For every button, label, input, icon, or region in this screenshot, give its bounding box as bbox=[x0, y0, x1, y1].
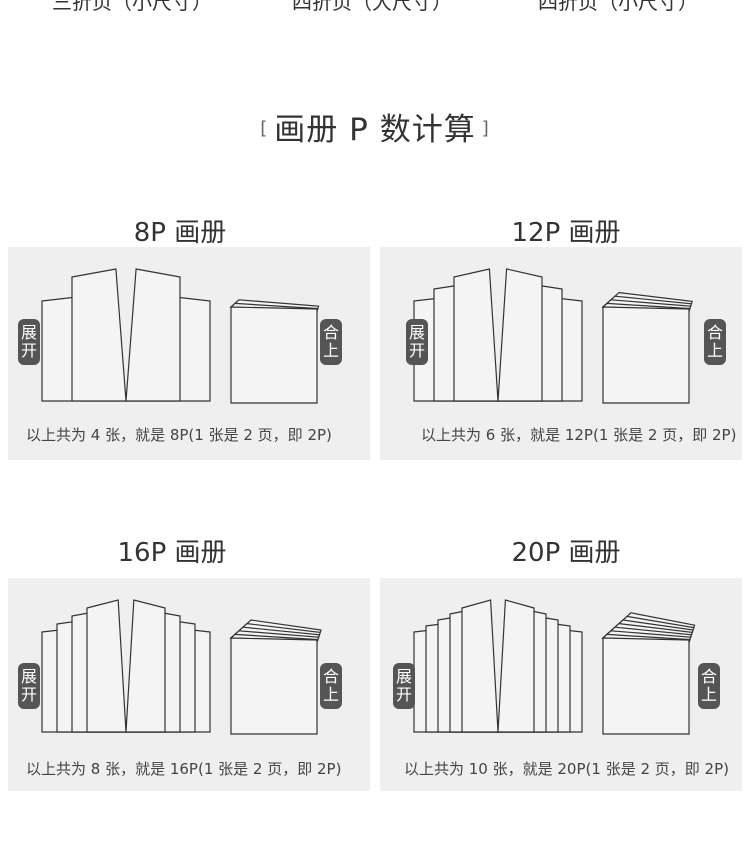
card-panel-16p: 展开 合上 以上共为 8 张，就是 16P(1 张是 2 页，即 2P) bbox=[8, 578, 370, 791]
open-page-left bbox=[453, 268, 499, 402]
booklet-illustration-16p bbox=[41, 599, 322, 735]
open-page-left bbox=[86, 599, 127, 733]
open-page-right bbox=[125, 599, 166, 733]
open-tag: 展开 bbox=[18, 319, 40, 365]
bracket-open: [ bbox=[260, 118, 269, 139]
top-label-3: 四折页（小尺寸） bbox=[538, 0, 698, 14]
top-cropped-labels: 三折页（小尺寸） 四折页（大尺寸） 四折页（小尺寸） bbox=[0, 0, 750, 14]
booklet-illustration-20p bbox=[413, 599, 696, 735]
open-page-left bbox=[461, 599, 499, 733]
section-title-text: 画册 P 数计算 bbox=[274, 112, 476, 148]
card-title-16p: 16P 画册 bbox=[117, 538, 227, 568]
card-title-8p: 8P 画册 bbox=[133, 218, 227, 248]
card-title-20p: 20P 画册 bbox=[511, 538, 621, 568]
card-caption: 以上共为 4 张，就是 8P(1 张是 2 页，即 2P) bbox=[26, 426, 332, 444]
closed-booklet-cover bbox=[602, 637, 690, 735]
card-panel-12p: 展开 合上 以上共为 6 张，就是 12P(1 张是 2 页，即 2P) bbox=[380, 247, 742, 460]
card-title-12p: 12P 画册 bbox=[511, 218, 621, 248]
close-tag: 合上 bbox=[320, 319, 342, 365]
open-tag: 展开 bbox=[406, 319, 428, 365]
section-title: [画册 P 数计算] bbox=[0, 104, 750, 149]
open-page-right bbox=[497, 599, 535, 733]
booklet-illustration-8p bbox=[41, 268, 320, 404]
top-label-2: 四折页（大尺寸） bbox=[292, 0, 452, 14]
open-tag: 展开 bbox=[18, 663, 40, 709]
card-caption: 以上共为 8 张，就是 16P(1 张是 2 页，即 2P) bbox=[26, 760, 342, 778]
bracket-close: ] bbox=[481, 118, 490, 139]
open-page-right bbox=[125, 268, 181, 402]
card-caption: 以上共为 10 张，就是 20P(1 张是 2 页，即 2P) bbox=[404, 760, 729, 778]
card-panel-20p: 展开 合上 以上共为 10 张，就是 20P(1 张是 2 页，即 2P) bbox=[380, 578, 742, 791]
close-tag: 合上 bbox=[704, 319, 726, 365]
open-page-right bbox=[497, 268, 543, 402]
closed-booklet-cover bbox=[602, 306, 690, 404]
card-panel-8p: 展开 合上 以上共为 4 张，就是 8P(1 张是 2 页，即 2P) bbox=[8, 247, 370, 460]
card-caption: 以上共为 6 张，就是 12P(1 张是 2 页，即 2P) bbox=[421, 426, 737, 444]
close-tag: 合上 bbox=[320, 663, 342, 709]
closed-booklet-cover bbox=[230, 637, 318, 735]
closed-booklet-cover bbox=[230, 306, 318, 404]
booklet-illustration-12p bbox=[413, 268, 694, 404]
open-tag: 展开 bbox=[393, 663, 415, 709]
top-label-1: 三折页（小尺寸） bbox=[52, 0, 212, 14]
close-tag: 合上 bbox=[698, 663, 720, 709]
open-page-left bbox=[71, 268, 127, 402]
